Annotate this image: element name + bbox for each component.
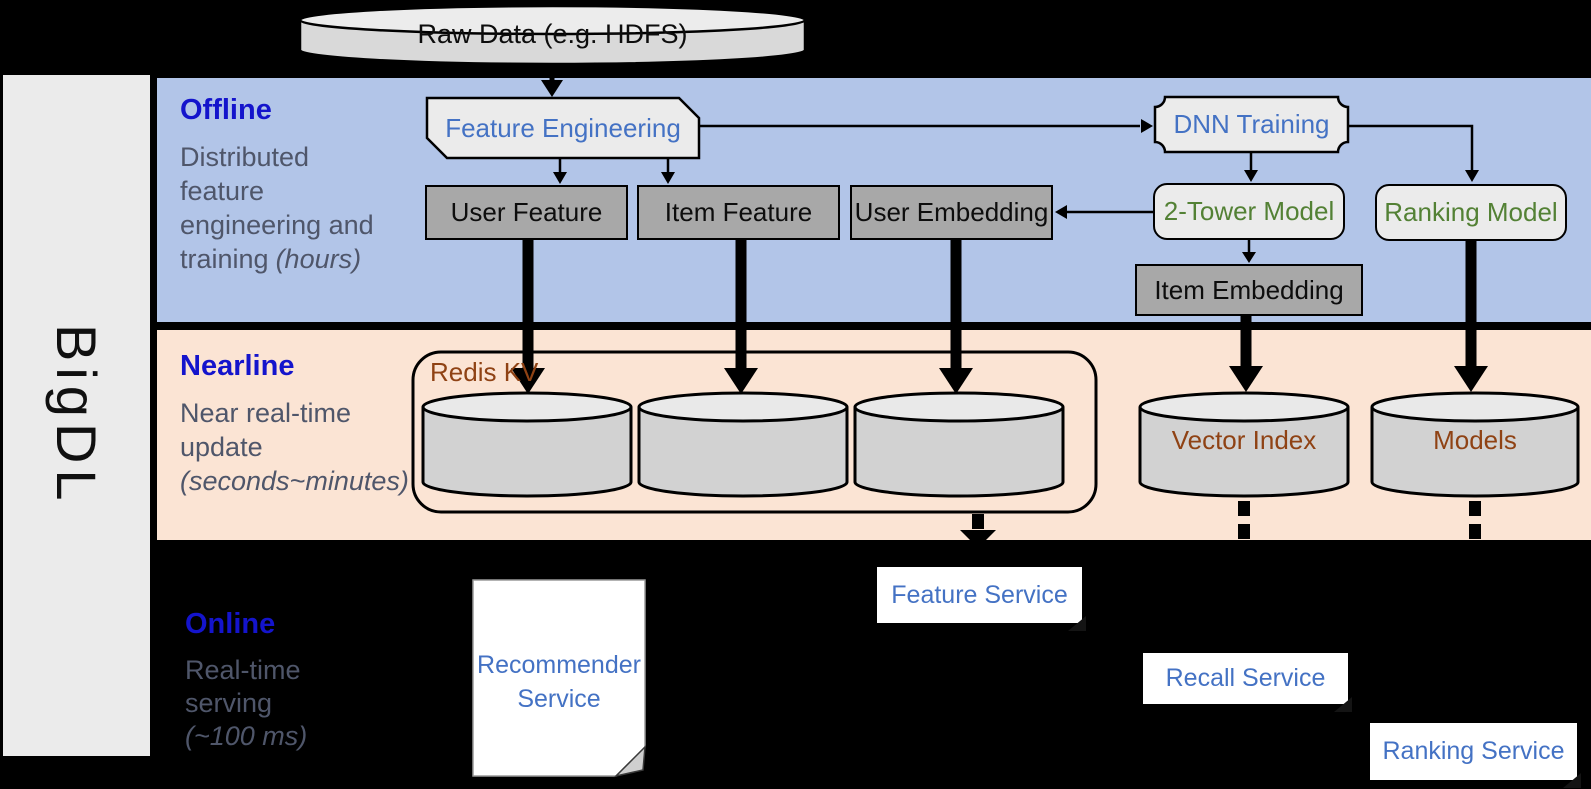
arrow-rawdata-to-feature-engineering (541, 64, 563, 97)
nearline-description: Near real-time update (seconds~minutes) (180, 396, 520, 498)
raw-data-cylinder (298, 4, 807, 66)
dashed-stub-models (1469, 501, 1481, 539)
offline-desc-line3: engineering and (180, 210, 374, 240)
user-feature-box: User Feature (425, 185, 628, 240)
ranking-service-box: Ranking Service (1370, 723, 1581, 788)
feature-service-box: Feature Service (877, 567, 1086, 631)
offline-desc-line2: feature (180, 176, 265, 206)
nearline-title: Nearline (180, 350, 295, 382)
vector-index-cylinder (1138, 391, 1350, 498)
online-desc-line2: serving (185, 688, 273, 718)
vector-index-label: Vector Index (1171, 424, 1317, 455)
recommender-service-line2: Service (517, 685, 601, 713)
dashed-arrow-redis-to-feature-service (960, 514, 996, 548)
offline-desc-line1: Distributed (180, 142, 310, 172)
recommender-service-label: Recommender Service (476, 648, 642, 716)
kv-cylinder-3 (853, 391, 1065, 498)
feature-engineering-shape (425, 96, 701, 160)
redis-kv-container (411, 350, 1098, 514)
nearline-desc-line2: update (180, 432, 263, 462)
thick-arrowheads (511, 366, 1488, 394)
dashed-stub-vector-index (1238, 501, 1250, 539)
bigdl-sidebar: BigDL (3, 75, 150, 756)
bigdl-logo-text: BigDL (45, 324, 108, 507)
raw-data-label: Raw Data (e.g. HDFS) (417, 18, 688, 49)
offline-desc-line4-text: training (180, 244, 269, 274)
redis-kv-label: Redis KV (430, 356, 539, 387)
online-description: Real-time serving (~100 ms) (185, 654, 435, 753)
item-feature-box: Item Feature (637, 185, 840, 240)
user-embedding-box: User Embedding (850, 185, 1053, 240)
recall-service-box: Recall Service (1143, 653, 1352, 712)
arrow-dnn-to-ranking-model (1348, 124, 1474, 170)
nearline-desc-line1: Near real-time (180, 398, 352, 428)
ranking-model-box: Ranking Model (1375, 184, 1567, 241)
thin-connectors (558, 124, 1474, 252)
item-embedding-box: Item Embedding (1135, 264, 1363, 316)
models-label: Models (1433, 424, 1517, 455)
online-desc-line3-italic: (~100 ms) (185, 721, 308, 751)
kv-cylinder-1 (421, 391, 633, 498)
nearline-desc-line3-italic: (seconds~minutes) (180, 466, 409, 496)
offline-description: Distributed feature engineering and trai… (180, 140, 430, 276)
feature-engineering-label: Feature Engineering (445, 112, 681, 143)
thin-arrowheads (553, 119, 1479, 263)
thick-pipelines (522, 238, 1477, 368)
dnn-training-shape (1153, 95, 1350, 154)
two-tower-model-box: 2-Tower Model (1153, 183, 1345, 240)
offline-title: Offline (180, 94, 272, 126)
dnn-training-label: DNN Training (1173, 109, 1330, 139)
recommender-service-document (472, 579, 646, 778)
models-cylinder (1370, 391, 1580, 498)
online-title: Online (185, 608, 276, 640)
online-desc-line1: Real-time (185, 655, 301, 685)
kv-cylinder-2 (637, 391, 849, 498)
offline-desc-line4: training(hours) (180, 242, 430, 276)
recommender-service-line1: Recommender (477, 651, 641, 679)
offline-desc-line4-italic: (hours) (275, 244, 362, 274)
